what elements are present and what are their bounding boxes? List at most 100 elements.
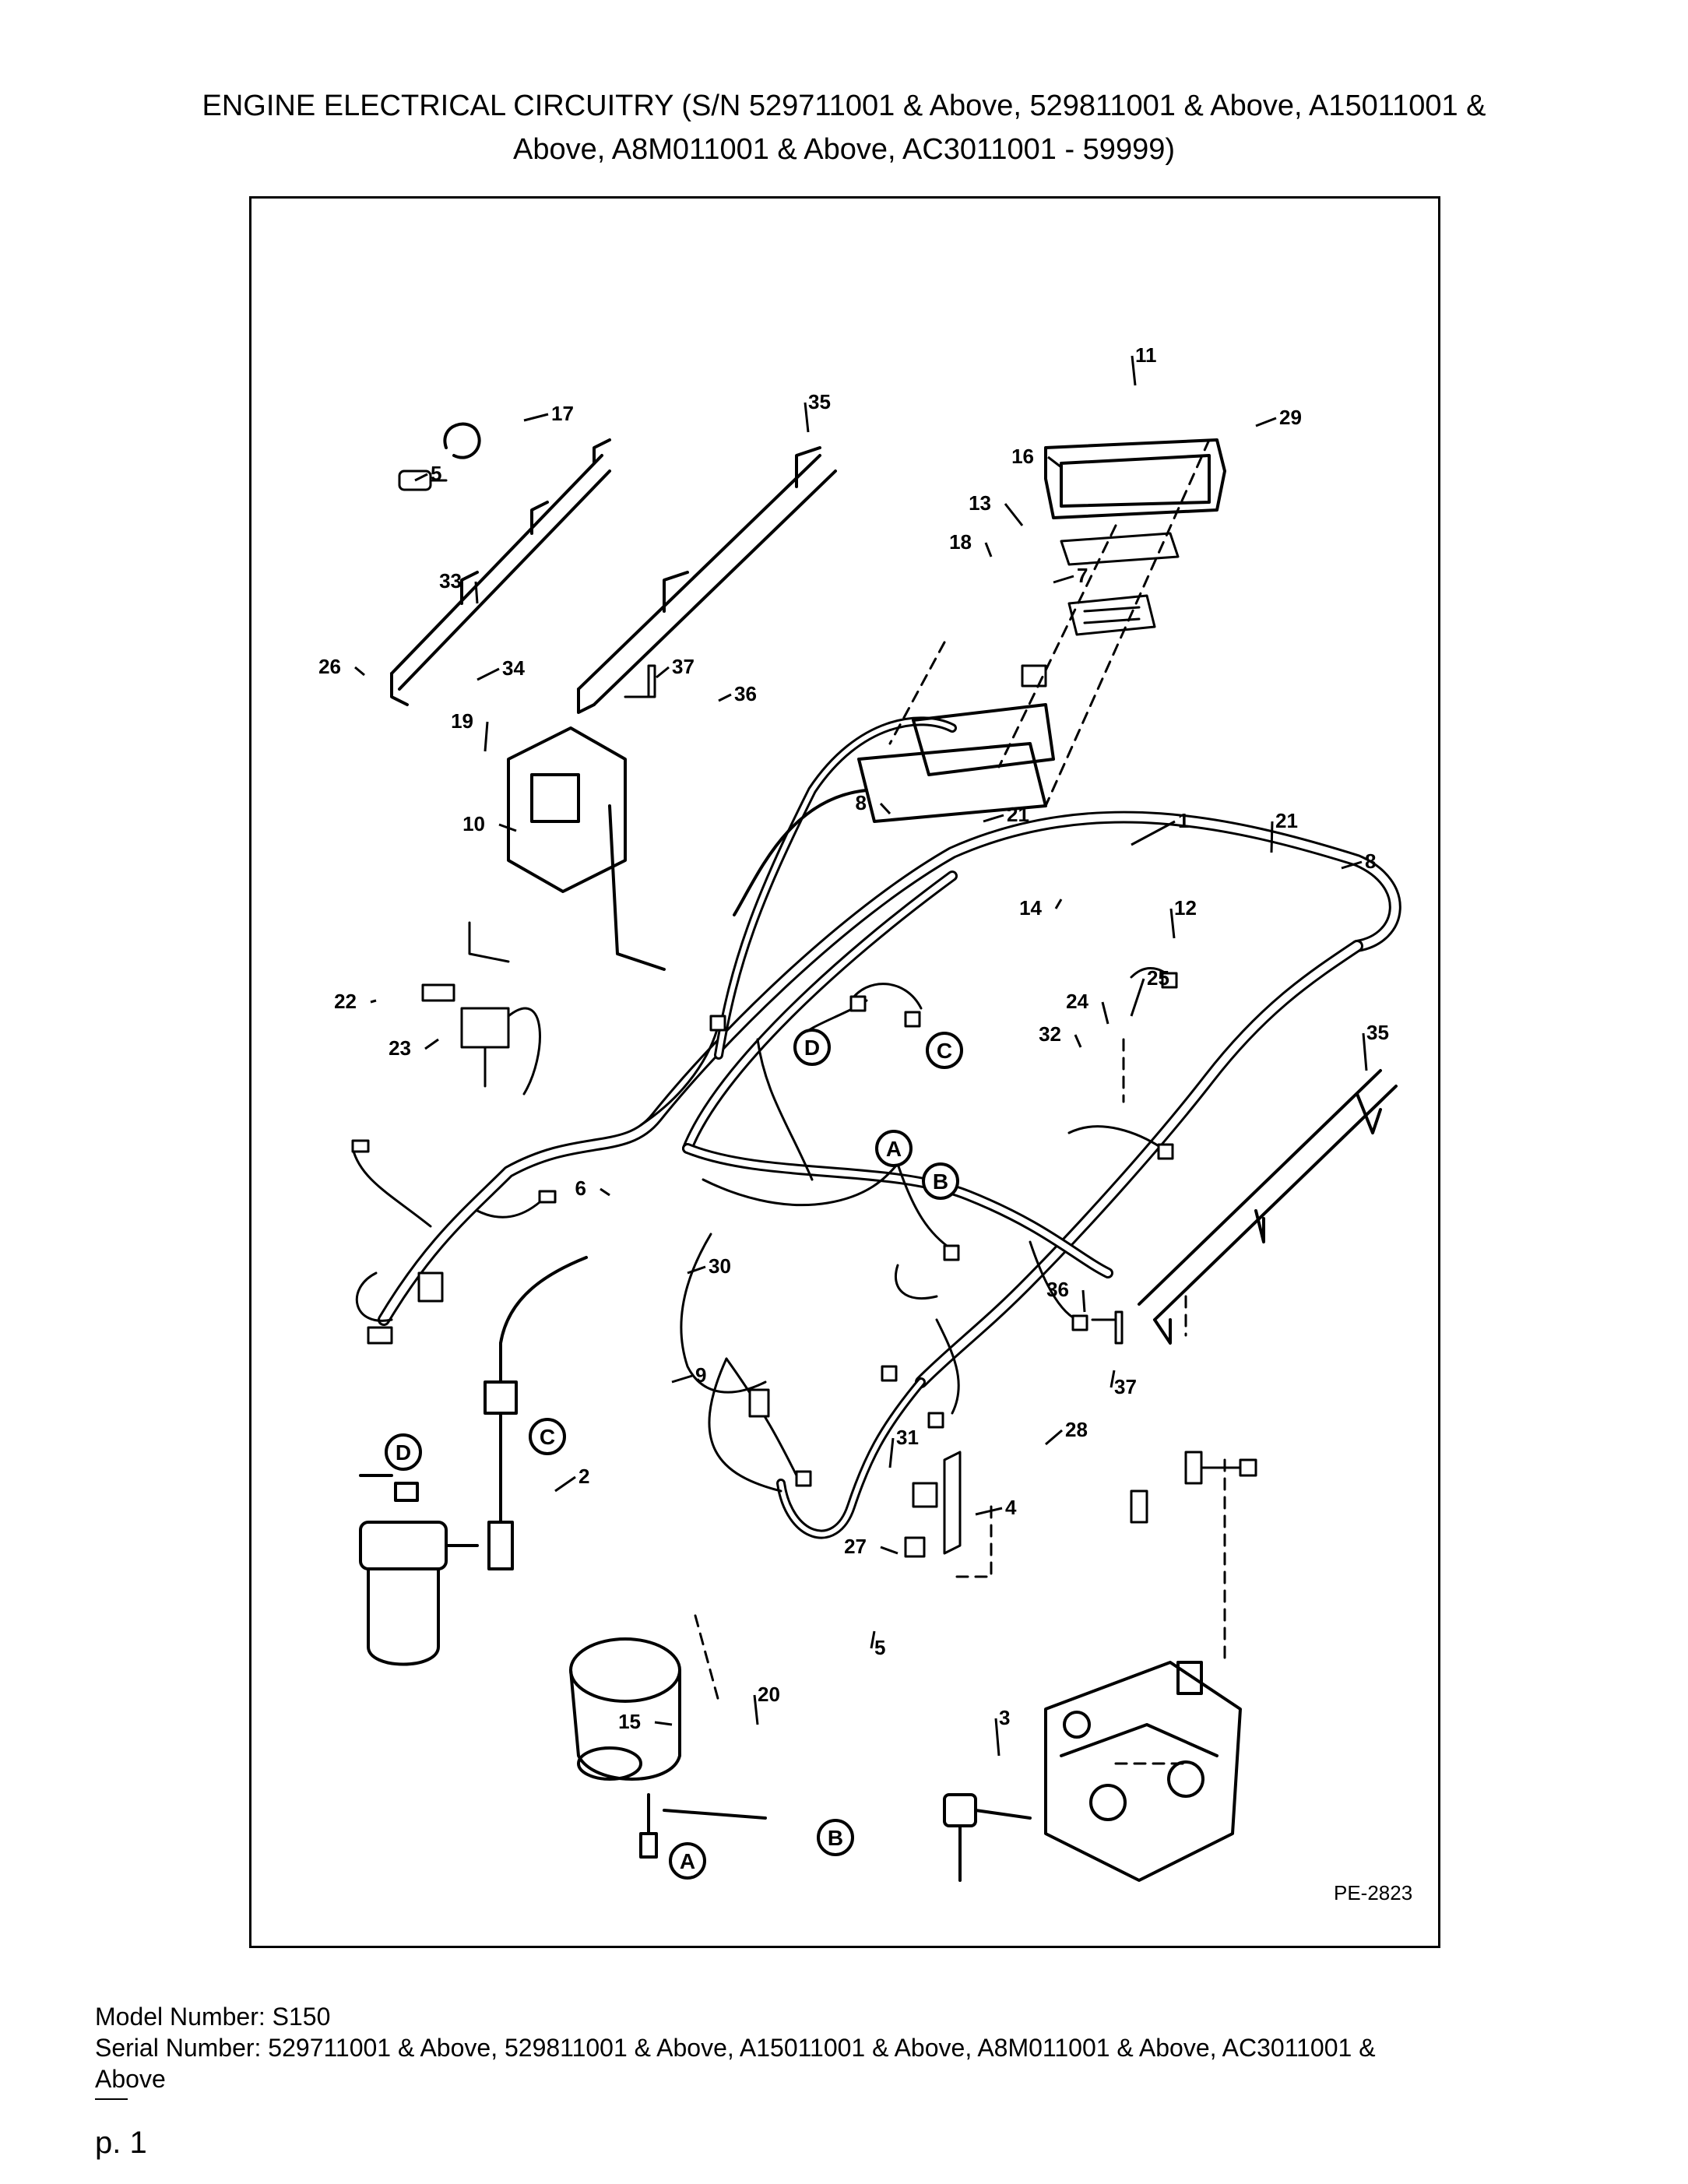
connector-circle-a (875, 1130, 913, 1167)
callout-leader (1270, 821, 1274, 853)
callout-12: 12 (1174, 896, 1197, 920)
callout-leader (1047, 455, 1062, 469)
callout-leader (554, 1475, 576, 1493)
model-number: Model Number: S150 (95, 2003, 331, 2031)
footer-divider (95, 2098, 128, 2100)
serial-number-line-1: Serial Number: 529711001 & Above, 529811… (95, 2034, 1376, 2062)
main-harness (378, 716, 1401, 1539)
callout-32: 32 (1039, 1022, 1061, 1046)
callout-1: 1 (1178, 809, 1189, 832)
callout-leader (484, 721, 489, 752)
callout-26: 26 (318, 655, 341, 678)
connector-circle-a (669, 1842, 706, 1880)
title-line-1: ENGINE ELECTRICAL CIRCUITRY (S/N 5297110… (202, 90, 1486, 122)
callout-22: 22 (334, 990, 357, 1013)
seal-16 (1060, 532, 1180, 566)
callout-leader (687, 1265, 706, 1275)
callout-20: 20 (758, 1683, 780, 1706)
relay-7 (1021, 664, 1047, 688)
callout-leader (880, 1546, 899, 1555)
callout-21: 21 (1007, 803, 1029, 826)
panel-10 (507, 726, 666, 971)
connector-circle-c (529, 1418, 566, 1455)
page-number: p. 1 (95, 2126, 147, 2160)
callout-14: 14 (1019, 896, 1042, 920)
callout-leader (1110, 1370, 1116, 1388)
connector-label-a: A (886, 1137, 902, 1161)
callout-31: 31 (896, 1426, 919, 1449)
callout-23: 23 (389, 1036, 411, 1060)
callout-leader (975, 1507, 1003, 1516)
callout-leader (671, 1374, 693, 1384)
callout-35: 35 (808, 390, 831, 413)
callout-leader (474, 581, 479, 604)
callout-leader (1053, 575, 1074, 584)
plug-5 (398, 470, 448, 491)
connector-circle-b (922, 1162, 959, 1200)
connector-label-d: D (804, 1036, 820, 1060)
callout-leader (994, 1718, 1000, 1757)
callout-35: 35 (1366, 1021, 1389, 1044)
connector-label-a: A (680, 1849, 695, 1873)
callout-2: 2 (578, 1465, 589, 1488)
footer: Model Number: S150 Serial Number: 529711… (95, 2001, 1598, 2094)
connector-circle-d (385, 1433, 422, 1471)
harness-connectors (351, 972, 1178, 1487)
callout-21: 21 (1275, 809, 1298, 832)
callout-leader (656, 666, 670, 679)
callout-leader (498, 823, 517, 832)
callout-28: 28 (1065, 1418, 1088, 1441)
callout-13: 13 (969, 491, 991, 515)
wiring-diagram: 1234556788910111213141516171819202121222… (318, 343, 1412, 1904)
callout-leader (984, 542, 993, 557)
callout-36: 36 (1046, 1278, 1069, 1301)
callout-37: 37 (1114, 1375, 1137, 1398)
callout-27: 27 (844, 1535, 867, 1558)
callout-leader (414, 473, 428, 482)
callout-leader (523, 413, 549, 422)
callout-34: 34 (502, 656, 525, 680)
callout-leader (1131, 355, 1137, 386)
callout-leader (1054, 899, 1063, 909)
hardware-36-37 (624, 664, 1124, 1345)
connector-label-c: C (540, 1425, 555, 1449)
callout-leader (983, 814, 1004, 823)
switch-3 (943, 1793, 1032, 1882)
callout-7: 7 (1077, 564, 1088, 587)
callout-leader (870, 1630, 876, 1649)
callout-leader (753, 1694, 759, 1725)
callout-leader (1169, 908, 1176, 939)
callout-leader (718, 693, 732, 702)
fuse-strip-13 (1067, 594, 1156, 636)
connector-label-c: C (937, 1039, 952, 1063)
callout-33: 33 (439, 569, 462, 593)
rail-35-left (577, 446, 837, 714)
callout-leader (477, 667, 500, 681)
relay-23 (421, 921, 541, 1096)
callout-leader (654, 1721, 673, 1726)
callout-9: 9 (695, 1363, 706, 1387)
connector-label-d: D (396, 1440, 411, 1465)
callout-11: 11 (1135, 343, 1157, 367)
connector-circle-b (817, 1819, 854, 1856)
callout-leader (354, 666, 365, 677)
bracket-33 (390, 438, 611, 706)
callout-30: 30 (709, 1254, 731, 1278)
callout-leader (1131, 820, 1176, 846)
callout-leader (600, 1187, 610, 1197)
pressure-switch-12 (1130, 1451, 1257, 1524)
drawing-code: PE-2823 (1334, 1881, 1412, 1904)
title-line-2: Above, A8M011001 & Above, AC3011001 - 59… (512, 133, 1175, 166)
callout-16: 16 (1011, 445, 1034, 468)
connector-label-b: B (828, 1826, 843, 1850)
serial-number-line-2: Above (95, 2065, 166, 2093)
callout-leader (424, 1038, 439, 1050)
callout-18: 18 (949, 530, 972, 554)
callout-37: 37 (672, 655, 695, 678)
callout-15: 15 (618, 1710, 641, 1733)
oil-filter-center (569, 1637, 767, 1859)
callout-leader (804, 402, 810, 433)
